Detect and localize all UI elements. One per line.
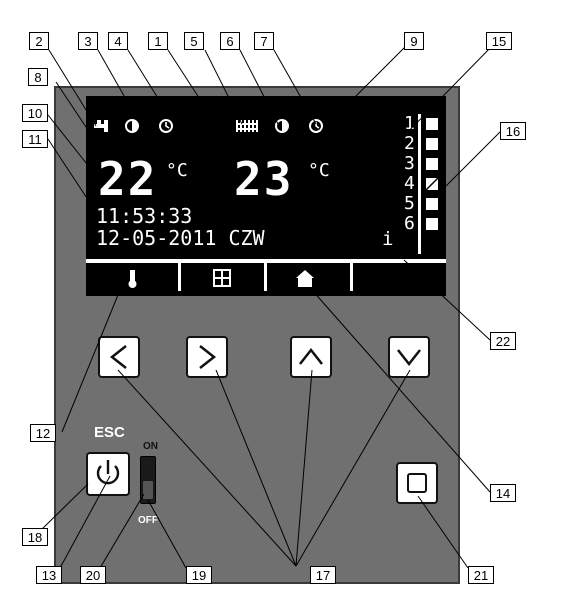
callout-18: 18 <box>22 528 48 546</box>
callout-15: 15 <box>486 32 512 50</box>
callout-19: 19 <box>186 566 212 584</box>
date-day: 12-05-2011 CZW <box>96 226 265 250</box>
left-arrow-button[interactable] <box>98 336 140 378</box>
callout-10: 10 <box>22 104 48 122</box>
unit-right: °C <box>308 160 330 181</box>
callout-11: 11 <box>22 130 48 148</box>
chevron-left-icon <box>109 345 127 369</box>
clock-icon <box>159 119 173 133</box>
callout-8: 8 <box>28 68 48 86</box>
row-number-3: 3 <box>404 153 415 174</box>
switch-knob[interactable] <box>143 481 153 499</box>
grid-icon <box>213 269 231 287</box>
lcd-divider <box>418 114 421 254</box>
info-indicator: i <box>382 228 394 250</box>
switch-on-label: ON <box>143 441 158 452</box>
row-number-5: 5 <box>404 193 415 214</box>
row-status-boxes <box>425 118 439 230</box>
half-sun-icon <box>125 119 139 133</box>
power-esc-button[interactable] <box>86 452 130 496</box>
row-number-6: 6 <box>404 213 415 234</box>
callout-9: 9 <box>404 32 424 50</box>
clock-icon <box>309 119 323 133</box>
chevron-down-icon <box>397 349 421 367</box>
house-icon <box>296 270 314 287</box>
callout-14: 14 <box>490 484 516 502</box>
down-arrow-button[interactable] <box>388 336 430 378</box>
radiator-icon <box>236 120 258 132</box>
clock-time: 11:53:33 <box>96 204 193 228</box>
callout-20: 20 <box>80 566 106 584</box>
square-icon <box>407 473 427 493</box>
up-arrow-button[interactable] <box>290 336 332 378</box>
callout-1: 1 <box>148 32 168 50</box>
callout-21: 21 <box>468 566 494 584</box>
tap-icon <box>94 120 108 132</box>
lcd-display: 22 °C 23 °C 11:53:33 12-05-2011 CZW i 1 … <box>86 96 446 296</box>
callout-3: 3 <box>78 32 98 50</box>
row-number-2: 2 <box>404 133 415 154</box>
callout-17: 17 <box>310 566 336 584</box>
callout-6: 6 <box>220 32 240 50</box>
esc-label: ESC <box>94 424 125 441</box>
row-number-4: 4 <box>404 173 415 194</box>
temperature-left: 22 <box>98 152 158 206</box>
thermometer-icon <box>128 270 137 288</box>
right-arrow-button[interactable] <box>186 336 228 378</box>
chevron-up-icon <box>299 347 323 365</box>
unit-left: °C <box>166 160 188 181</box>
callout-4: 4 <box>108 32 128 50</box>
callout-2: 2 <box>29 32 49 50</box>
temperature-right: 23 <box>234 152 294 206</box>
square-button[interactable] <box>396 462 438 504</box>
half-sun-icon <box>275 119 289 133</box>
chevron-right-icon <box>199 345 217 369</box>
callout-13: 13 <box>36 566 62 584</box>
on-off-switch[interactable] <box>140 456 156 504</box>
callout-5: 5 <box>184 32 204 50</box>
power-icon <box>96 460 120 485</box>
callout-12: 12 <box>30 424 56 442</box>
tab-bar-line <box>86 259 446 263</box>
switch-off-label: OFF <box>138 515 158 526</box>
callout-22: 22 <box>490 332 516 350</box>
callout-16: 16 <box>500 122 526 140</box>
callout-7: 7 <box>254 32 274 50</box>
row-number-1: 1 <box>404 113 415 134</box>
